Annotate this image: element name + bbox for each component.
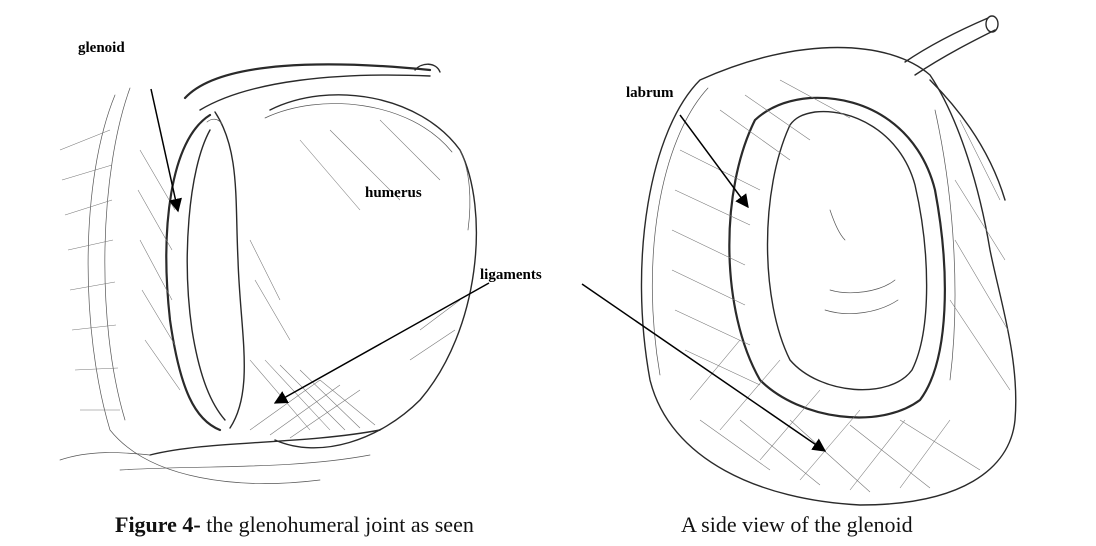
caption-left: Figure 4- the glenohumeral joint as seen: [115, 512, 474, 538]
arrow-labrum: [680, 115, 748, 207]
arrow-ligaments-left: [275, 283, 489, 403]
caption-right: A side view of the glenoid: [681, 512, 913, 538]
left-joint-sketch: [60, 64, 476, 483]
label-ligaments: ligaments: [480, 267, 542, 284]
caption-figure-number: Figure 4-: [115, 512, 201, 537]
caption-left-text: the glenohumeral joint as seen: [201, 512, 474, 537]
arrow-ligaments-right: [582, 284, 825, 451]
label-labrum: labrum: [626, 85, 674, 102]
arrow-glenoid: [151, 89, 178, 211]
label-humerus: humerus: [365, 185, 422, 202]
label-glenoid: glenoid: [78, 40, 125, 57]
right-glenoid-sketch: [641, 16, 1015, 505]
